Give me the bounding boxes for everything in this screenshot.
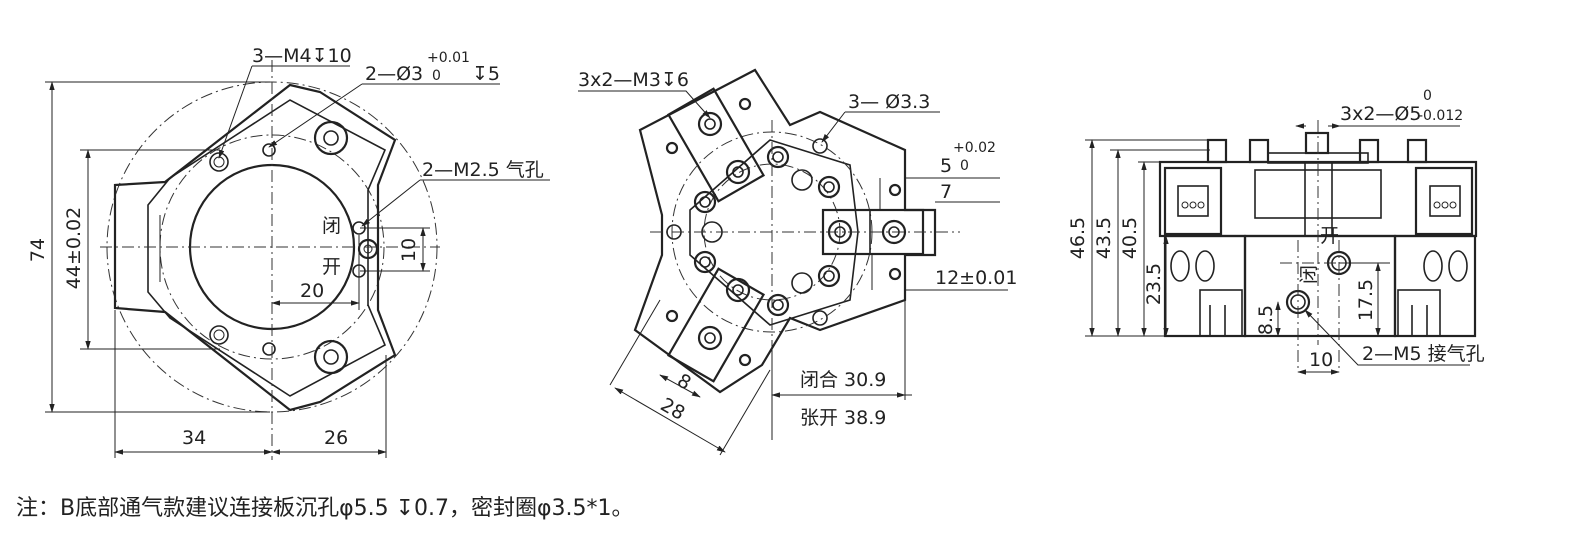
- left-air-callout: 2—M2.5 气孔: [422, 159, 544, 181]
- left-dim-20: 20: [300, 280, 324, 302]
- mid-slot-tol-upper: +0.02: [953, 140, 996, 156]
- mid-dim-28: 28: [657, 394, 689, 425]
- view-right-labels: 3x2—Ø5 0 -0.012 开 闭 2—M5 接气孔 46.5 43.5 4…: [1067, 88, 1485, 371]
- left-dim-74: 74: [27, 238, 49, 262]
- view-middle-labels: 3x2—M3↧6 3— Ø3.3 5 +0.02 0 7 12±0.01 8 2…: [578, 69, 1017, 429]
- left-dim-26: 26: [324, 427, 348, 449]
- right-label-open: 开: [1320, 225, 1339, 247]
- left-pin-tol-upper: +0.01: [427, 50, 470, 66]
- right-label-close: 闭: [1298, 265, 1320, 284]
- mid-closed-dim: 闭合 30.9: [800, 369, 886, 391]
- right-dim-10: 10: [1309, 349, 1333, 371]
- left-pin-tol-lower: 0: [432, 68, 441, 84]
- right-dim-23-5: 23.5: [1143, 263, 1165, 305]
- right-air-callout: 2—M5 接气孔: [1362, 343, 1485, 365]
- left-label-close: 闭: [322, 215, 341, 237]
- mid-open-dim: 张开 38.9: [800, 407, 886, 429]
- left-pin-depth: ↧5: [472, 63, 500, 85]
- mid-dim-8: 8: [673, 369, 694, 394]
- view-left-labels: 3—M4↧10 2—Ø3 +0.01 0 ↧5 2—M2.5 气孔 闭 开 74…: [27, 45, 544, 449]
- view-left-bottom: [45, 60, 550, 460]
- mid-through-callout: 3— Ø3.3: [848, 91, 930, 113]
- right-dim-46-5: 46.5: [1067, 217, 1089, 259]
- footnote: 注：B底部通气款建议连接板沉孔φ5.5 ↧0.7，密封圈φ3.5*1。: [16, 496, 634, 521]
- right-dim-8-5: 8.5: [1255, 305, 1277, 335]
- right-pin-tol-upper: 0: [1423, 88, 1432, 104]
- technical-drawing: 3—M4↧10 2—Ø3 +0.01 0 ↧5 2—M2.5 气孔 闭 开 74…: [27, 45, 1485, 460]
- left-dim-34: 34: [182, 427, 206, 449]
- right-dim-40-5: 40.5: [1119, 217, 1141, 259]
- left-dim-10: 10: [398, 238, 420, 262]
- mid-jaw-spacing: 12±0.01: [935, 267, 1017, 289]
- right-pin-tol-lower: -0.012: [1418, 108, 1463, 124]
- view-right-side: [1085, 120, 1478, 375]
- left-dim-44: 44±0.02: [63, 207, 85, 289]
- right-dim-43-5: 43.5: [1093, 217, 1115, 259]
- view-middle-jaws: [578, 68, 1008, 456]
- mid-slot-depth: 7: [940, 181, 952, 203]
- left-label-open: 开: [322, 256, 341, 278]
- mid-thread-callout: 3x2—M3↧6: [578, 69, 689, 91]
- left-thread-callout: 3—M4↧10: [252, 45, 352, 67]
- right-pin-callout: 3x2—Ø5: [1340, 103, 1421, 125]
- mid-slot-tol-lower: 0: [960, 158, 969, 174]
- mid-slot-width: 5: [940, 155, 952, 177]
- left-pin-callout: 2—Ø3: [365, 63, 423, 85]
- right-dim-17-5: 17.5: [1355, 279, 1377, 321]
